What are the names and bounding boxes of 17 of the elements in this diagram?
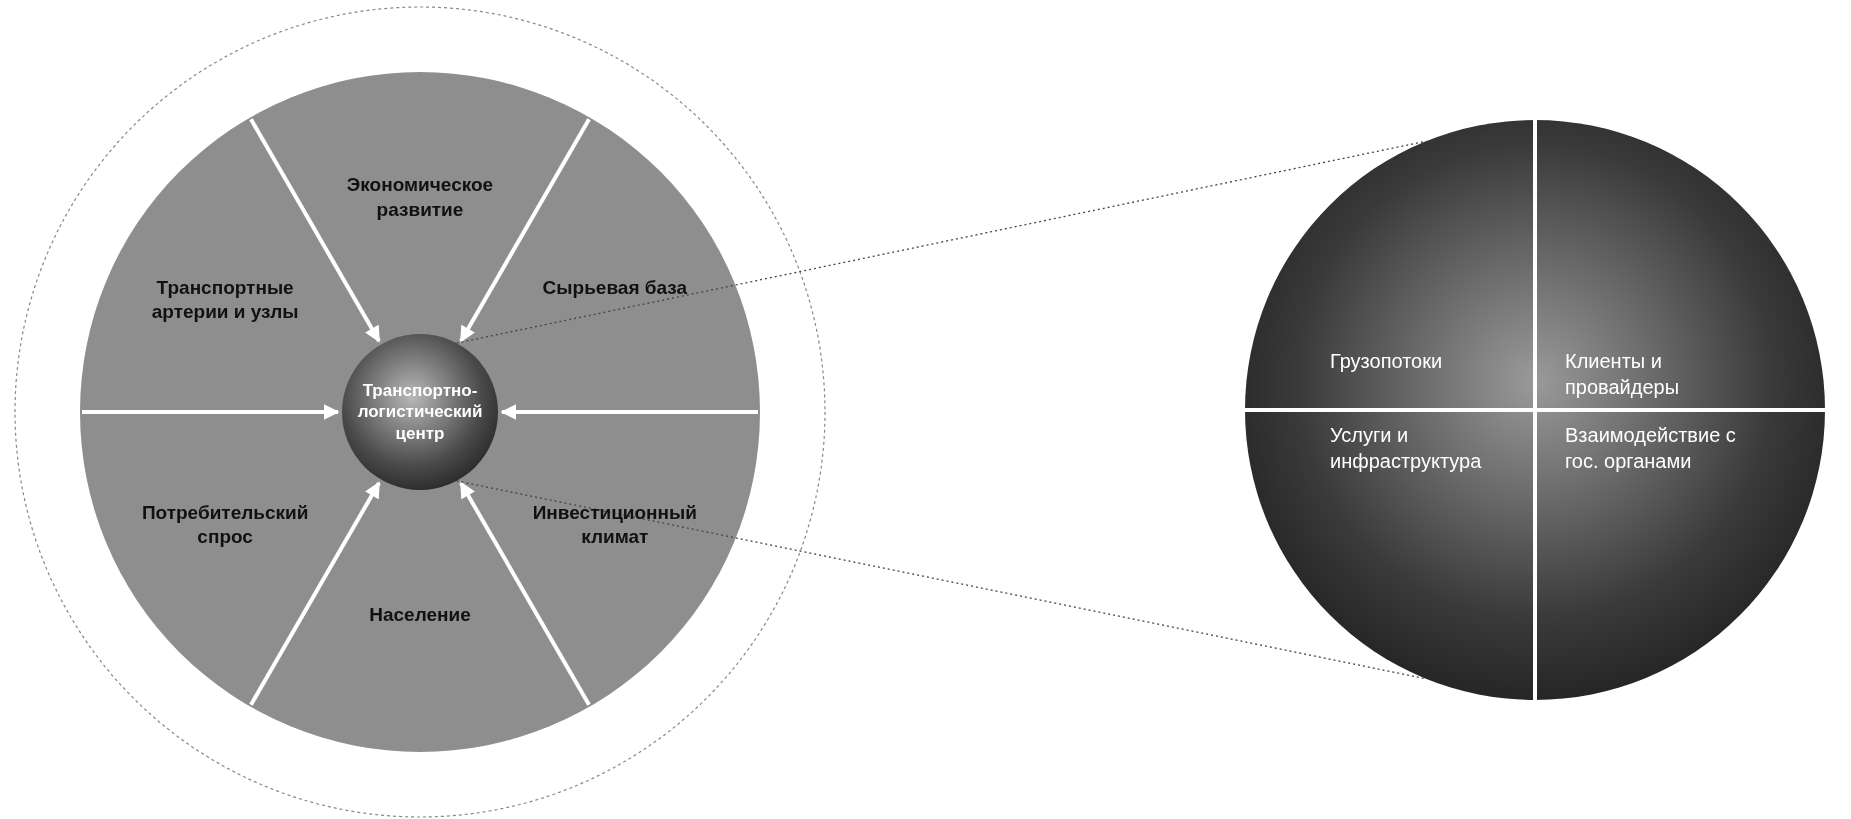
sector-label: Инвестиционный климат: [514, 500, 715, 550]
hub-label: Транспортно-логистический центр: [356, 380, 484, 444]
arrow: [249, 118, 381, 343]
arrow: [500, 404, 758, 420]
quadrant-label: Услуги и инфраструктура: [1330, 422, 1505, 474]
quadrant-label: Клиенты и провайдеры: [1565, 348, 1740, 400]
sector-label: Экономическое развитие: [320, 173, 520, 223]
sector-label: Транспортные артерии и узлы: [125, 275, 326, 325]
arrow: [249, 481, 381, 706]
sector-label: Сырьевая база: [514, 275, 715, 301]
sector-label: Население: [320, 603, 520, 628]
arrow: [459, 118, 591, 343]
sector-label: Потребительский спрос: [125, 500, 326, 550]
arrow: [459, 481, 591, 706]
quadrant-label: Грузопотоки: [1330, 348, 1505, 374]
arrow: [82, 404, 340, 420]
quadrant-label: Взаимодействие с гос. органами: [1565, 422, 1740, 474]
